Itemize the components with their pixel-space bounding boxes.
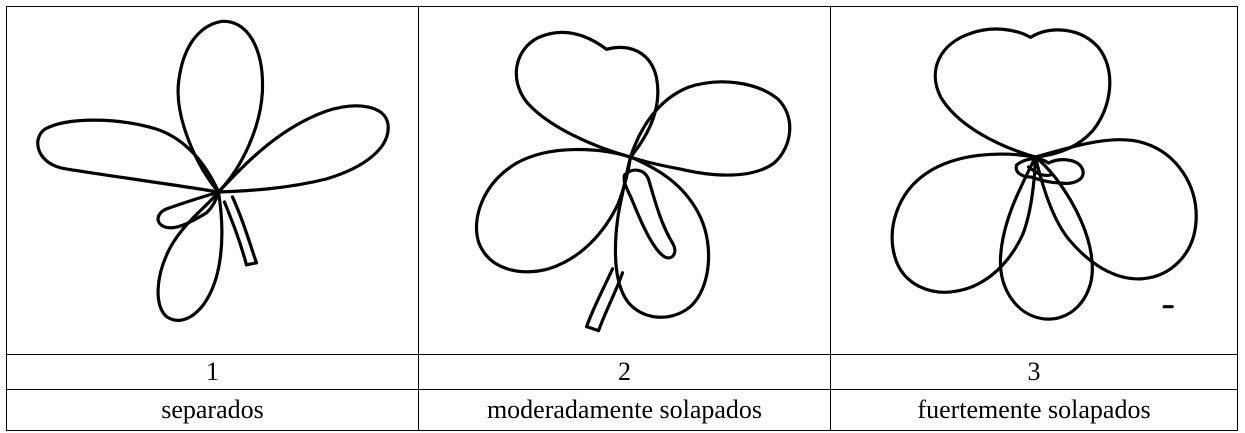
flower-strongly-overlapping-icon — [890, 27, 1198, 321]
illustration-cell-3 — [830, 6, 1238, 355]
label-row: separados moderadamente solapados fuerte… — [6, 389, 1238, 431]
illustration-cell-1 — [6, 6, 419, 355]
panel-number-2: 2 — [418, 354, 831, 390]
petal-overlap-table: 1 2 3 separados moderadamente solapados … — [6, 6, 1238, 431]
panel-label-3: fuertemente solapados — [830, 389, 1238, 431]
flower-moderately-overlapping-icon — [474, 30, 792, 333]
illustration-cell-2 — [418, 6, 831, 355]
number-row: 1 2 3 — [6, 354, 1238, 390]
panel-label-1: separados — [6, 389, 419, 431]
illustration-row — [6, 6, 1238, 355]
panel-label-2: moderadamente solapados — [418, 389, 831, 431]
panel-number-1: 1 — [6, 354, 419, 390]
flower-separated-icon — [36, 19, 390, 322]
panel-number-3: 3 — [830, 354, 1238, 390]
